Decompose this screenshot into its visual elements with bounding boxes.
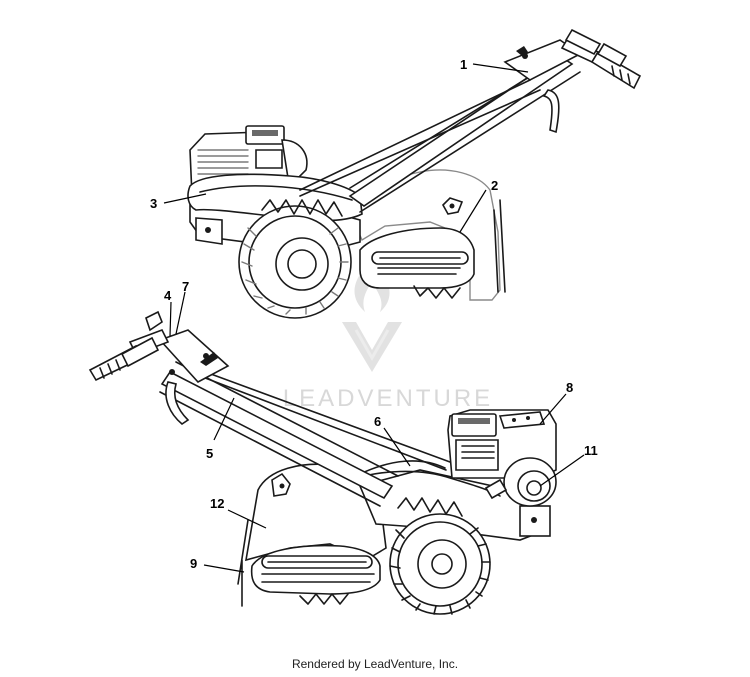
callout-8: 8 <box>566 380 573 395</box>
bottom-tiller-illustration <box>88 310 557 615</box>
bottom-handlebar-tube <box>160 370 394 500</box>
callout-6: 6 <box>374 414 381 429</box>
callout-11: 11 <box>584 443 598 458</box>
footer-credit: Rendered by LeadVenture, Inc. <box>291 657 459 671</box>
leadventure-watermark: LEADVENTURE <box>283 268 493 412</box>
callout-2: 2 <box>491 178 498 193</box>
callout-7: 7 <box>182 279 189 294</box>
callout-9: 9 <box>190 556 197 571</box>
callout-12: 12 <box>210 496 224 511</box>
top-tiller-illustration <box>187 28 642 319</box>
top-handlebar-tube <box>348 55 574 207</box>
callout-1: 1 <box>460 57 467 72</box>
callout-5: 5 <box>206 446 213 461</box>
bottom-callouts: 4 7 5 6 8 11 12 9 <box>164 279 598 573</box>
tine-shield-bottom <box>250 544 381 595</box>
watermark-text: LEADVENTURE <box>283 385 493 412</box>
belt-cover <box>187 173 363 222</box>
top-callouts: 1 2 3 <box>150 57 529 233</box>
callout-4: 4 <box>164 288 172 303</box>
callout-3: 3 <box>150 196 157 211</box>
